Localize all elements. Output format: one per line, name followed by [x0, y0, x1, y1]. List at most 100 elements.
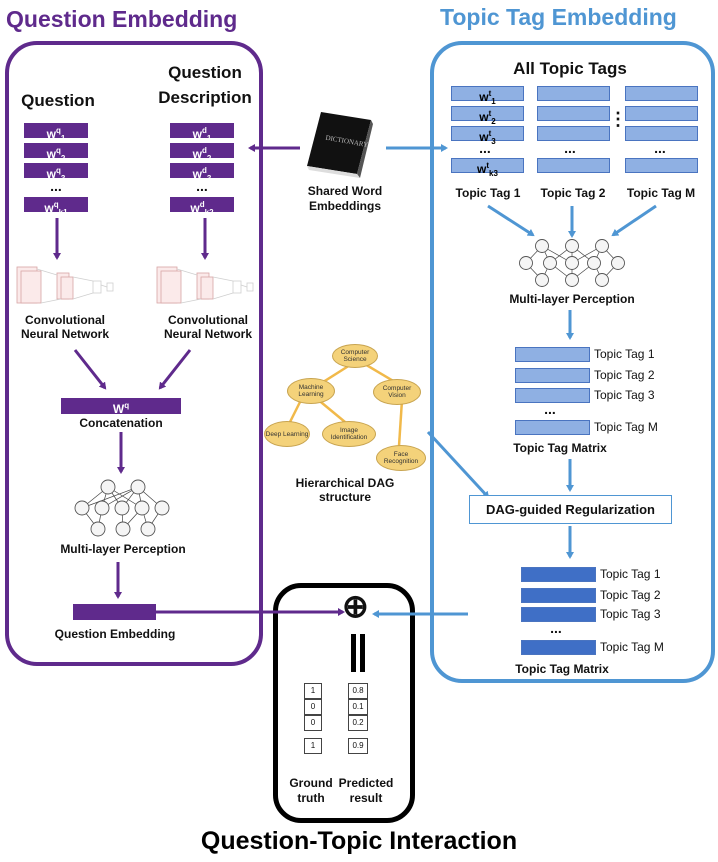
- topic-tagm-box: [625, 106, 698, 121]
- dag-node: Image Identification: [322, 421, 376, 447]
- all-topic-tags-header: All Topic Tags: [513, 59, 627, 78]
- reg-matrix-row: [521, 567, 596, 582]
- question-embedding-box: [73, 604, 156, 620]
- question-embedding-title: Question Embedding: [6, 6, 238, 32]
- reg-matrix-row: [521, 640, 596, 655]
- topic-tag-matrix-label: Topic Tag Matrix: [513, 441, 607, 455]
- arrow-tagm-to-mlp: [611, 204, 657, 237]
- topic-word-box: wt2: [451, 106, 524, 126]
- interaction-panel: [273, 583, 415, 823]
- description-ellipsis: ...: [196, 178, 208, 194]
- equals-bar-right: [360, 634, 365, 672]
- reg-matrix-row: [521, 607, 596, 622]
- dag-regularization-box: DAG-guided Regularization: [469, 495, 672, 524]
- arrow-dag-to-reg: [426, 430, 490, 499]
- topic-word-box: wtk3: [451, 158, 524, 178]
- question-word-box: wq2: [24, 143, 88, 163]
- ground-truth-cell: 0: [304, 699, 322, 715]
- ground-truth-cell: 1: [304, 683, 322, 699]
- predicted-cell: 0.1: [348, 699, 368, 715]
- topic-tag2-box: [537, 158, 610, 173]
- cnn-label-question-2: Neural Network: [20, 327, 110, 341]
- description-word-box: wdk2: [170, 197, 234, 217]
- matrix-row: [515, 388, 590, 403]
- tag2-ellipsis: ...: [564, 140, 576, 156]
- topic-tagm-box: [625, 126, 698, 141]
- concatenation-box: Wq: [61, 398, 181, 416]
- topic-tagm-box: [625, 86, 698, 101]
- description-word-box: wd3: [170, 163, 234, 183]
- cnn-label-description-1: Convolutional: [168, 313, 248, 327]
- matrix-row-label: Topic Tag 2: [594, 368, 655, 382]
- predicted-cell: 0.8: [348, 683, 368, 699]
- topic-tag-label: Topic Tag 1: [455, 186, 521, 200]
- dictionary-book-icon: DICTIONARY: [307, 112, 373, 178]
- matrix-row: [515, 347, 590, 362]
- mlp-icon-question: [74, 479, 170, 537]
- oplus-icon: ⊕: [342, 588, 369, 624]
- predicted-label-2: result: [349, 791, 383, 805]
- matrix-ellipsis: ...: [544, 401, 556, 417]
- ground-truth-cell: 1: [304, 738, 322, 754]
- dag-node: Computer Science: [332, 344, 378, 368]
- arrow-cnn2-to-concat: [158, 349, 192, 390]
- dag-label-1: Hierarchical DAG: [295, 476, 395, 490]
- question-embedding-panel: [5, 41, 263, 666]
- mlp-icon-topic: [519, 239, 625, 287]
- shared-embeddings-label-2: Embeddings: [308, 199, 381, 213]
- ground-truth-label-1: Ground: [289, 776, 333, 790]
- ground-truth-label-2: truth: [297, 791, 325, 805]
- tag1-ellipsis: ...: [479, 140, 491, 156]
- dag-node: Face Recognition: [376, 445, 426, 471]
- matrix-row: [515, 420, 590, 435]
- topic-tag-label: Topic Tag 2: [540, 186, 606, 200]
- cnn-label-question-1: Convolutional: [25, 313, 105, 327]
- question-word-box: wq3: [24, 163, 88, 183]
- question-word-box: wq1: [24, 123, 88, 143]
- dag-node: Deep Learning: [264, 421, 310, 447]
- topic-tag2-box: [537, 126, 610, 141]
- matrix-row-label: Topic Tag 3: [594, 388, 655, 402]
- dag-node: Computer Vision: [373, 379, 421, 405]
- matrix-row-label: Topic Tag 1: [594, 347, 655, 361]
- reg-topic-tag-matrix-label: Topic Tag Matrix: [515, 662, 609, 676]
- description-header-1: Question: [168, 63, 242, 82]
- question-ellipsis: ...: [50, 178, 62, 194]
- mlp-label-topic: Multi-layer Perception: [509, 292, 635, 306]
- predicted-cell: 0.2: [348, 715, 368, 731]
- reg-matrix-row-label: Topic Tag 3: [600, 607, 661, 621]
- question-word-box: wqk1: [24, 197, 88, 217]
- topic-tag-embedding-panel: [430, 41, 715, 683]
- predicted-label-1: Predicted: [338, 776, 394, 790]
- topic-tag-label: Topic Tag M: [626, 186, 696, 200]
- description-word-box: wd2: [170, 143, 234, 163]
- vertical-ellipsis: ⋮: [609, 109, 627, 129]
- matrix-row: [515, 368, 590, 383]
- ground-truth-cell: 0: [304, 715, 322, 731]
- description-word-box: wd1: [170, 123, 234, 143]
- reg-matrix-ellipsis: ...: [550, 620, 562, 636]
- topic-word-box: wt3: [451, 126, 524, 146]
- topic-tag2-box: [537, 106, 610, 121]
- cnn-icon-description: [156, 266, 254, 304]
- reg-matrix-row-label: Topic Tag M: [600, 640, 664, 654]
- question-embedding-label: Question Embedding: [54, 627, 176, 641]
- cnn-icon-question: [16, 266, 114, 304]
- dag-node: Machine Learning: [287, 378, 335, 404]
- arrow-cnn1-to-concat: [73, 349, 107, 390]
- shared-embeddings-label-1: Shared Word: [307, 184, 383, 198]
- tagm-ellipsis: ...: [654, 140, 666, 156]
- arrow-tag1-to-mlp: [487, 204, 535, 237]
- topic-word-box: wt1: [451, 86, 524, 106]
- interaction-title: Question-Topic Interaction: [200, 827, 518, 855]
- cnn-label-description-2: Neural Network: [163, 327, 253, 341]
- topic-tag-embedding-title: Topic Tag Embedding: [440, 4, 677, 30]
- mlp-label-question: Multi-layer Perception: [60, 542, 186, 556]
- predicted-cell: 0.9: [348, 738, 368, 754]
- question-header: Question: [21, 91, 95, 110]
- description-header-2: Description: [158, 88, 252, 107]
- reg-matrix-row-label: Topic Tag 2: [600, 588, 661, 602]
- reg-matrix-row: [521, 588, 596, 603]
- dag-label-2: structure: [318, 490, 371, 504]
- equals-bar-left: [351, 634, 356, 672]
